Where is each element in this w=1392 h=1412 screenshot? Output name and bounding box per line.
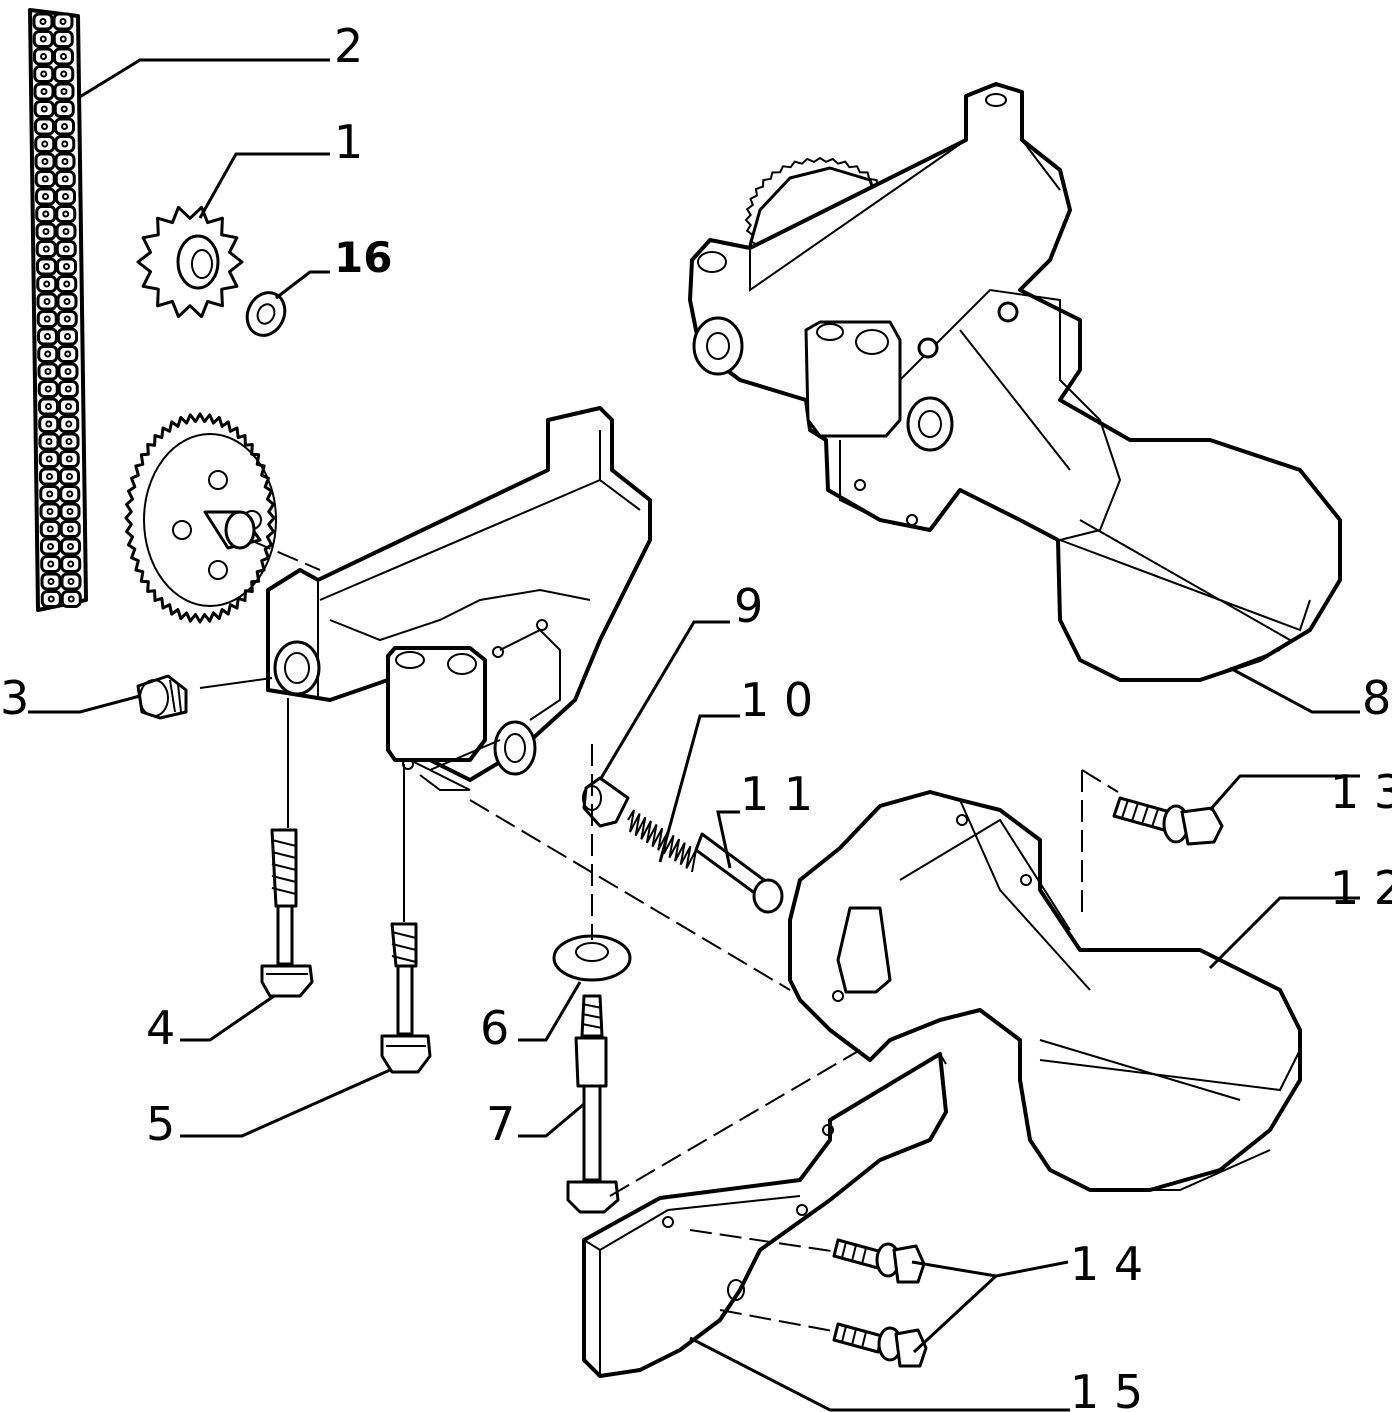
oil-pump-assembly-8 <box>688 82 1342 682</box>
callout-13: 1 3 <box>1330 765 1392 819</box>
callout-14: 1 4 <box>1070 1237 1143 1291</box>
callout-5: 5 <box>146 1097 175 1151</box>
bolts-14 <box>832 1238 928 1368</box>
callout-1: 1 <box>334 115 363 169</box>
bolt-13 <box>1112 796 1224 846</box>
pump-drive-gear <box>124 412 277 624</box>
callout-9: 9 <box>734 579 763 633</box>
callout-2: 2 <box>334 19 363 73</box>
callout-10: 1 0 <box>740 673 813 727</box>
relief-valve-spring-10 <box>627 809 697 873</box>
relief-valve-piston-9 <box>582 776 630 828</box>
bolt-4 <box>260 828 314 998</box>
callout-12: 1 2 <box>1330 861 1392 915</box>
oil-pump-body <box>266 406 652 791</box>
callout-6: 6 <box>480 1001 509 1055</box>
drive-sprocket <box>136 205 244 319</box>
washer-6 <box>552 934 632 982</box>
callout-4: 4 <box>146 1001 175 1055</box>
assembly-lines <box>199 539 1119 1333</box>
timing-chain <box>28 8 88 612</box>
callout-8: 8 <box>1362 671 1391 725</box>
callout-labels: 2 1 16 3 9 1 0 1 1 8 1 3 1 2 4 5 6 7 1 4… <box>0 19 1392 1412</box>
callout-16: 16 <box>334 233 392 282</box>
oil-pickup-12 <box>788 790 1302 1192</box>
bolt-5 <box>380 922 432 1074</box>
callout-3: 3 <box>0 671 29 725</box>
relief-valve-pin-11 <box>694 832 784 914</box>
gasket-15 <box>582 1052 948 1378</box>
callout-11: 1 1 <box>740 767 813 821</box>
callout-15: 1 5 <box>1070 1365 1143 1412</box>
callout-7: 7 <box>486 1097 515 1151</box>
stud-7 <box>566 994 620 1214</box>
leader-lines <box>28 58 1360 1412</box>
washer-16 <box>245 291 287 337</box>
plug-3 <box>136 674 188 720</box>
